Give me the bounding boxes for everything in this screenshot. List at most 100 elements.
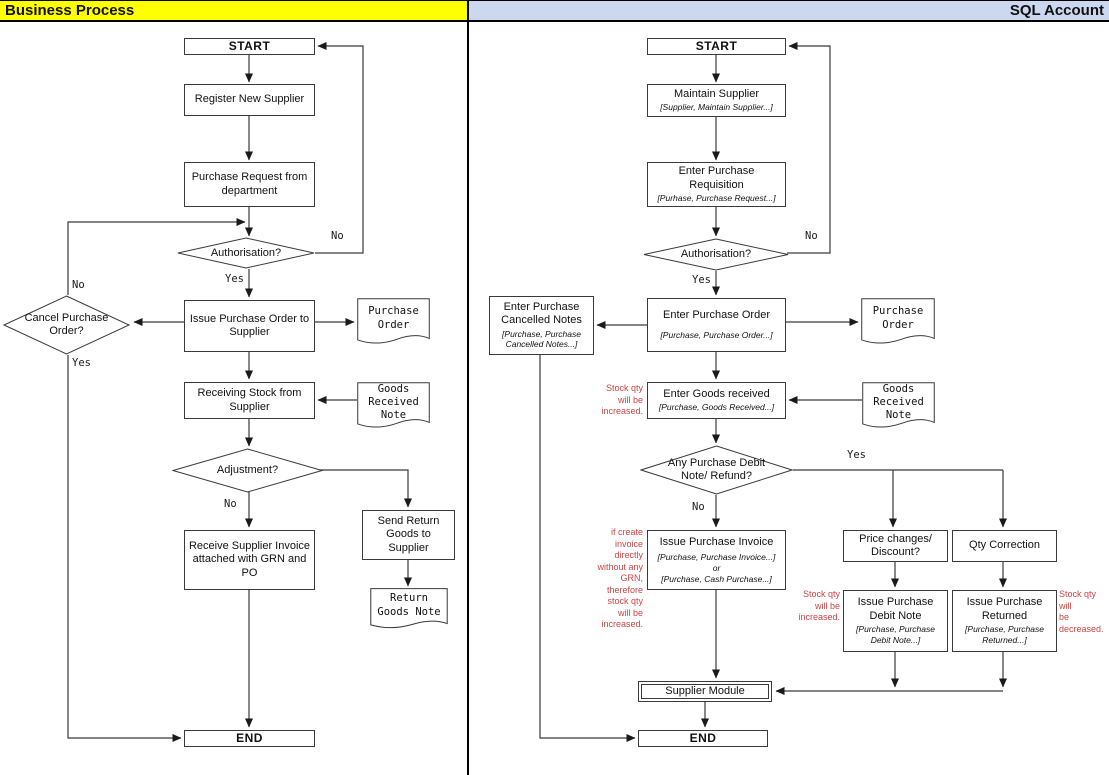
- register-new-supplier-label: Register New Supplier: [194, 93, 305, 106]
- qty-correction-label: Qty Correction: [969, 539, 1040, 552]
- issue-purchase-invoice-menu-path: [Purchase, Purchase Invoice...] or [Purc…: [657, 552, 776, 584]
- goods-received-note-document-right: Goods Received Note: [862, 382, 935, 432]
- cancel-po-yes-label: Yes: [72, 357, 91, 369]
- issue-purchase-order-label: Issue Purchase Order to Supplier: [189, 312, 310, 338]
- enter-purchase-order-menu-path: [Purchase, Purchase Order...]: [660, 330, 773, 341]
- left-end-node: END: [184, 730, 315, 747]
- receive-supplier-invoice-label: Receive Supplier Invoice attached with G…: [188, 539, 311, 579]
- issue-purchase-debit-note-menu-path: [Purchase, Purchase Debit Note...]: [856, 624, 935, 645]
- enter-purchase-cancelled-notes-node: Enter Purchase Cancelled Notes [Purchase…: [489, 296, 594, 355]
- left-panel-title: Business Process: [5, 2, 135, 19]
- debit-refund-no-label: No: [692, 501, 705, 513]
- qty-correction-node: Qty Correction: [952, 530, 1057, 562]
- right-authorisation-yes-label: Yes: [692, 274, 711, 286]
- right-start-node: START: [647, 38, 786, 55]
- price-changes-discount-node: Price changes/ Discount?: [843, 530, 948, 562]
- return-goods-note-document: Return Goods Note: [370, 588, 448, 632]
- supplier-module-node: Supplier Module: [641, 684, 769, 699]
- right-end-label: END: [689, 731, 717, 746]
- debit-note-annotation: Stock qty will be increased.: [798, 589, 840, 622]
- send-return-goods-node: Send Return Goods to Supplier: [362, 510, 455, 560]
- enter-goods-received-menu-path: [Purchase, Goods Received...]: [658, 402, 775, 413]
- goods-received-note-document-left: Goods Received Note: [357, 382, 430, 432]
- receiving-stock-node: Receiving Stock from Supplier: [184, 382, 315, 419]
- invoice-annotation: if create invoice directly without any G…: [597, 527, 643, 629]
- issue-purchase-returned-node: Issue Purchase Returned [Purchase, Purch…: [952, 590, 1057, 652]
- diamond-shape: [177, 237, 315, 269]
- purchase-request-label: Purchase Request from department: [191, 171, 308, 197]
- purchase-order-doc-label: Purchase Order: [872, 305, 924, 331]
- left-authorisation-label: Authorisation?: [210, 246, 282, 259]
- cancelled-notes-label: Enter Purchase Cancelled Notes: [501, 300, 582, 327]
- issue-purchase-debit-note-label: Issue Purchase Debit Note: [857, 596, 934, 622]
- maintain-supplier-label: Maintain Supplier: [674, 87, 759, 100]
- goods-received-annotation: Stock qty will be increased.: [601, 383, 643, 416]
- diamond-shape: [172, 448, 323, 493]
- purchase-order-document-left: Purchase Order: [357, 298, 430, 348]
- issue-purchase-invoice-label: Issue Purchase Invoice: [659, 535, 774, 548]
- issue-purchase-debit-note-node: Issue Purchase Debit Note [Purchase, Pur…: [843, 590, 948, 652]
- purchase-order-document-right: Purchase Order: [861, 298, 935, 348]
- panel-divider: [467, 0, 469, 775]
- left-authorisation-decision: Authorisation?: [177, 237, 315, 269]
- enter-goods-received-node: Enter Goods received [Purchase, Goods Re…: [647, 382, 786, 419]
- price-changes-discount-label: Price changes/ Discount?: [859, 532, 932, 558]
- left-start-node: START: [184, 38, 315, 55]
- register-new-supplier-node: Register New Supplier: [184, 84, 315, 116]
- adjustment-label: Adjustment?: [216, 464, 279, 477]
- adjustment-no-label: No: [224, 498, 237, 510]
- return-goods-note-doc-label: Return Goods Note: [377, 592, 441, 618]
- purchase-order-doc-label: Purchase Order: [368, 305, 419, 331]
- goods-received-note-doc-label: Goods Received Note: [873, 382, 924, 422]
- right-panel-title: SQL Account: [1009, 2, 1104, 19]
- business-process-header: Business Process: [0, 1, 468, 20]
- maintain-supplier-menu-path: [Supplier, Maintain Supplier...]: [660, 102, 773, 113]
- purchase-request-node: Purchase Request from department: [184, 162, 315, 207]
- cancel-purchase-order-decision: Cancel Purchase Order?: [3, 295, 130, 355]
- document-shape: [862, 382, 935, 432]
- supplier-module-label: Supplier Module: [665, 684, 745, 697]
- right-start-label: START: [695, 39, 738, 54]
- right-authorisation-no-label: No: [805, 230, 818, 242]
- diamond-shape: [3, 295, 130, 355]
- cancel-purchase-order-label: Cancel Purchase Order?: [24, 312, 109, 337]
- issue-purchase-order-node: Issue Purchase Order to Supplier: [184, 300, 315, 352]
- cancel-po-no-label: No: [72, 279, 85, 291]
- cancelled-notes-menu-path: [Purchase, Purchase Cancelled Notes...]: [502, 328, 581, 350]
- purchase-returned-annotation: Stock qty will be decreased.: [1059, 589, 1104, 634]
- receive-supplier-invoice-node: Receive Supplier Invoice attached with G…: [184, 530, 315, 590]
- receiving-stock-label: Receiving Stock from Supplier: [197, 387, 302, 413]
- purchase-debit-refund-label: Any Purchase Debit Note/ Refund?: [667, 457, 766, 482]
- sql-account-header: SQL Account: [468, 1, 1109, 20]
- debit-refund-yes-label: Yes: [847, 449, 866, 461]
- enter-purchase-order-label: Enter Purchase Order: [663, 308, 770, 321]
- send-return-goods-label: Send Return Goods to Supplier: [377, 514, 440, 554]
- diamond-shape: [643, 238, 789, 271]
- issue-purchase-returned-label: Issue Purchase Returned: [966, 596, 1043, 622]
- document-shape: [357, 382, 430, 432]
- maintain-supplier-node: Maintain Supplier [Supplier, Maintain Su…: [647, 84, 786, 117]
- diamond-shape: [640, 445, 793, 495]
- right-authorisation-label: Authorisation?: [680, 248, 752, 261]
- left-start-label: START: [228, 39, 271, 54]
- left-authorisation-no-label: No: [331, 230, 344, 242]
- right-end-node: END: [638, 730, 768, 747]
- goods-received-note-doc-label: Goods Received Note: [368, 382, 419, 422]
- enter-purchase-order-node: Enter Purchase Order [Purchase, Purchase…: [647, 298, 786, 352]
- left-authorisation-yes-label: Yes: [225, 273, 244, 285]
- adjustment-decision: Adjustment?: [172, 448, 323, 493]
- left-end-label: END: [236, 731, 263, 746]
- issue-purchase-returned-menu-path: [Purchase, Purchase Returned...]: [965, 624, 1044, 645]
- document-shape: [861, 298, 935, 348]
- right-authorisation-decision: Authorisation?: [643, 238, 789, 271]
- document-shape: [357, 298, 430, 348]
- header-row: Business Process SQL Account: [0, 0, 1109, 22]
- purchase-requisition-label: Enter Purchase Requisition: [678, 165, 755, 191]
- purchase-requisition-menu-path: [Purhase, Purchase Request...]: [657, 193, 776, 204]
- document-shape: [370, 588, 448, 632]
- purchase-debit-refund-decision: Any Purchase Debit Note/ Refund?: [640, 445, 793, 495]
- issue-purchase-invoice-node: Issue Purchase Invoice [Purchase, Purcha…: [647, 530, 786, 590]
- enter-goods-received-label: Enter Goods received: [663, 387, 770, 400]
